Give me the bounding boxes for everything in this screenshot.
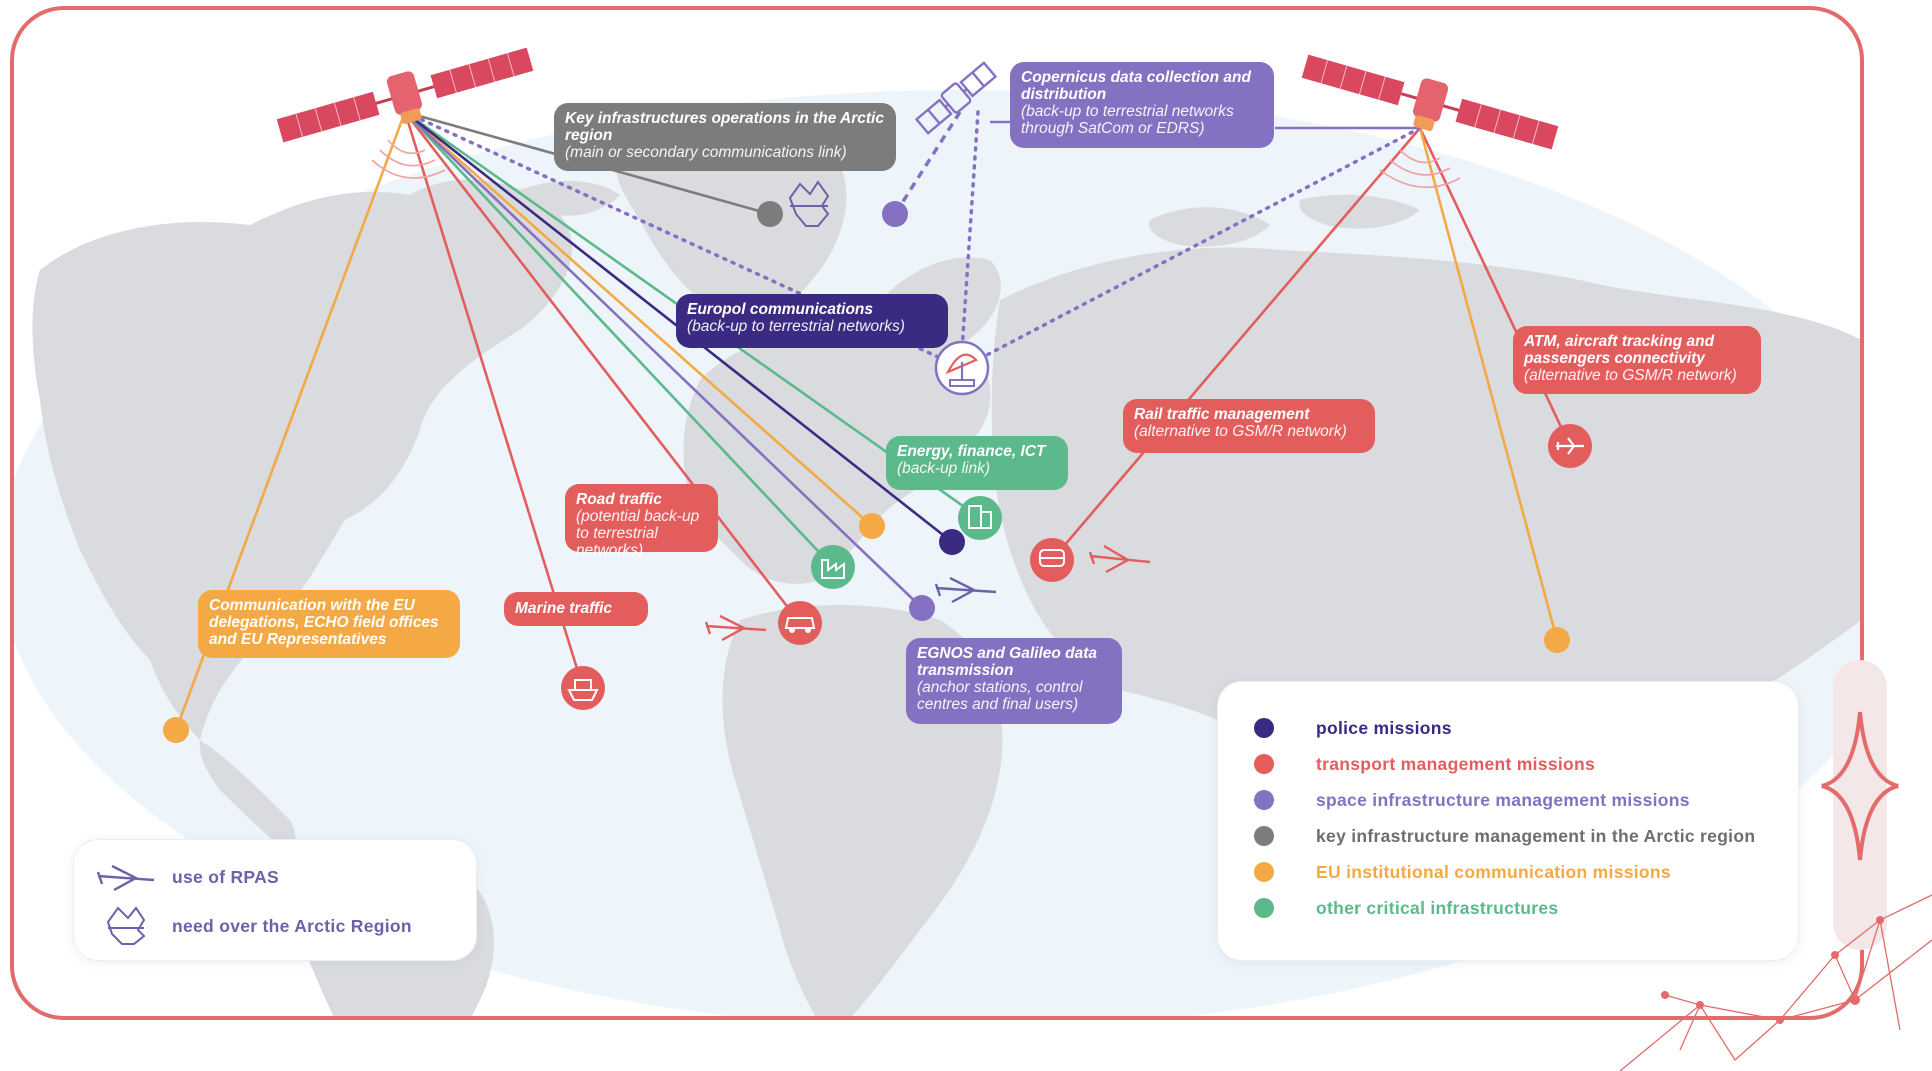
legend-label: police missions	[1316, 717, 1452, 738]
link-relay-arctic	[893, 111, 962, 215]
callout-egnos-subtitle: (anchor stations, control centres and fi…	[917, 679, 1083, 713]
endpoint-dots	[163, 201, 1570, 743]
links-left-satellite	[174, 110, 981, 731]
callout-egnos-title: EGNOS and Galileo data transmission	[917, 645, 1098, 679]
callout-atm-subtitle: (alternative to GSM/R network)	[1524, 367, 1737, 384]
ground-station-icon	[934, 340, 990, 396]
arctic-iceberg-icon	[106, 906, 146, 945]
signal-arcs	[371, 139, 1461, 189]
callout-egnos-galileo: EGNOS and Galileo data transmission (anc…	[906, 638, 1122, 724]
link-energy-1	[404, 111, 834, 568]
rpas-drone-icons	[704, 544, 1151, 642]
mission-icon-dots	[561, 424, 1592, 710]
callout-rail-title: Rail traffic management	[1134, 406, 1310, 423]
icon-legend-arctic-label: need over the Arctic Region	[172, 915, 412, 936]
dot-copernicus	[882, 201, 908, 227]
links-right-satellite	[960, 126, 1572, 641]
callout-key-infrastructures: Key infrastructures operations in the Ar…	[554, 103, 896, 171]
links-relay-satellite	[893, 110, 980, 352]
arctic-iceberg-icon	[788, 180, 830, 227]
legend-label: key infrastructure management in the Arc…	[1316, 825, 1756, 846]
frame-border	[10, 6, 1864, 1020]
rpas-drone-mediterranean	[934, 576, 997, 604]
satellite-left-icon	[276, 47, 534, 143]
callout-energy-subtitle: (back-up link)	[897, 460, 991, 477]
satellite-right-icon	[1301, 54, 1559, 150]
dot-egnos	[909, 595, 935, 621]
icon-legend: use of RPAS need over the Arctic Region	[74, 840, 476, 960]
factory-icon	[811, 545, 855, 589]
callout-europol: Europol communications (back-up to terre…	[676, 294, 948, 348]
callout-key-infra-subtitle: (main or secondary communications link)	[565, 144, 847, 161]
rpas-drone-iberia	[704, 614, 767, 642]
icon-legend-rpas: use of RPAS	[96, 862, 279, 892]
rpas-drone-black-sea	[1088, 544, 1151, 574]
callout-road: Road traffic (potential back-up to terre…	[565, 484, 718, 559]
callout-copernicus-title: Copernicus data collection and distribut…	[1021, 69, 1251, 103]
callout-europol-subtitle: (back-up to terrestrial networks)	[687, 318, 905, 335]
callout-europol-title: Europol communications	[687, 301, 874, 318]
callout-marine-title: Marine traffic	[515, 600, 613, 617]
dot-eu-americas	[163, 717, 189, 743]
callout-atm: ATM, aircraft tracking and passengers co…	[1513, 326, 1761, 394]
dot-europol	[939, 529, 965, 555]
icon-legend-arctic: need over the Arctic Region	[104, 906, 412, 946]
callout-eu-comm-title: Communication with the EU delegations, E…	[209, 597, 439, 648]
legend-label: EU institutional communication missions	[1316, 861, 1671, 882]
callout-road-subtitle: (potential back-up to terrestrial networ…	[576, 508, 700, 559]
link-copernicus-left	[403, 110, 964, 370]
legend-dot	[1254, 718, 1274, 738]
callout-energy: Energy, finance, ICT (back-up link)	[886, 436, 1068, 490]
airplane-icon	[1548, 424, 1592, 468]
dot-key-infra	[757, 201, 783, 227]
callout-key-infra-title: Key infrastructures operations in the Ar…	[565, 110, 884, 144]
rpas-drone-icon	[96, 864, 155, 892]
callout-marine: Marine traffic	[504, 592, 648, 626]
callout-atm-title: ATM, aircraft tracking and passengers co…	[1524, 333, 1715, 367]
star-ornament	[1821, 711, 1899, 861]
relay-satellite-icon	[914, 61, 998, 135]
callout-eu-communication: Communication with the EU delegations, E…	[198, 590, 460, 658]
link-relay-ground	[960, 110, 980, 352]
mission-legend: police missions transport management mis…	[1218, 682, 1798, 960]
legend-dot	[1254, 826, 1274, 846]
callout-copernicus-subtitle: (back-up to terrestrial networks through…	[1021, 103, 1234, 137]
network-nodes	[1661, 916, 1884, 1024]
ship-icon	[561, 666, 605, 710]
callout-rail-subtitle: (alternative to GSM/R network)	[1134, 423, 1347, 440]
legend-item-space: space infrastructure management missions	[1218, 782, 1690, 818]
legend-item-transport: transport management missions	[1218, 746, 1595, 782]
dot-eu-asia	[1544, 627, 1570, 653]
legend-dot	[1254, 862, 1274, 882]
callout-copernicus: Copernicus data collection and distribut…	[1010, 62, 1274, 148]
callout-energy-title: Energy, finance, ICT	[897, 443, 1046, 460]
callout-road-title: Road traffic	[576, 491, 662, 508]
link-road	[403, 111, 802, 624]
train-icon	[1030, 538, 1074, 582]
legend-item-police: police missions	[1218, 710, 1452, 746]
legend-item-critical-infrastructures: other critical infrastructures	[1218, 890, 1558, 926]
link-rail	[1051, 127, 1421, 561]
dot-eu-europe	[859, 513, 885, 539]
car-icon	[778, 601, 822, 645]
side-handle	[1833, 660, 1887, 950]
callout-rail: Rail traffic management (alternative to …	[1123, 399, 1375, 453]
legend-dot	[1254, 898, 1274, 918]
legend-dot	[1254, 790, 1274, 810]
link-copernicus-ground	[960, 126, 1422, 370]
legend-label: transport management missions	[1316, 753, 1596, 774]
building-icon	[958, 496, 1002, 540]
icon-legend-rpas-label: use of RPAS	[172, 866, 280, 887]
legend-label: other critical infrastructures	[1316, 897, 1559, 918]
legend-item-key-infrastructure: key infrastructure management in the Arc…	[1218, 818, 1755, 854]
legend-dot	[1254, 754, 1274, 774]
link-egnos	[404, 111, 923, 609]
legend-label: space infrastructure management missions	[1316, 789, 1690, 810]
link-eu-asia	[1418, 127, 1559, 641]
legend-item-eu-communication: EU institutional communication missions	[1218, 854, 1671, 890]
link-eu-europe	[404, 111, 873, 527]
